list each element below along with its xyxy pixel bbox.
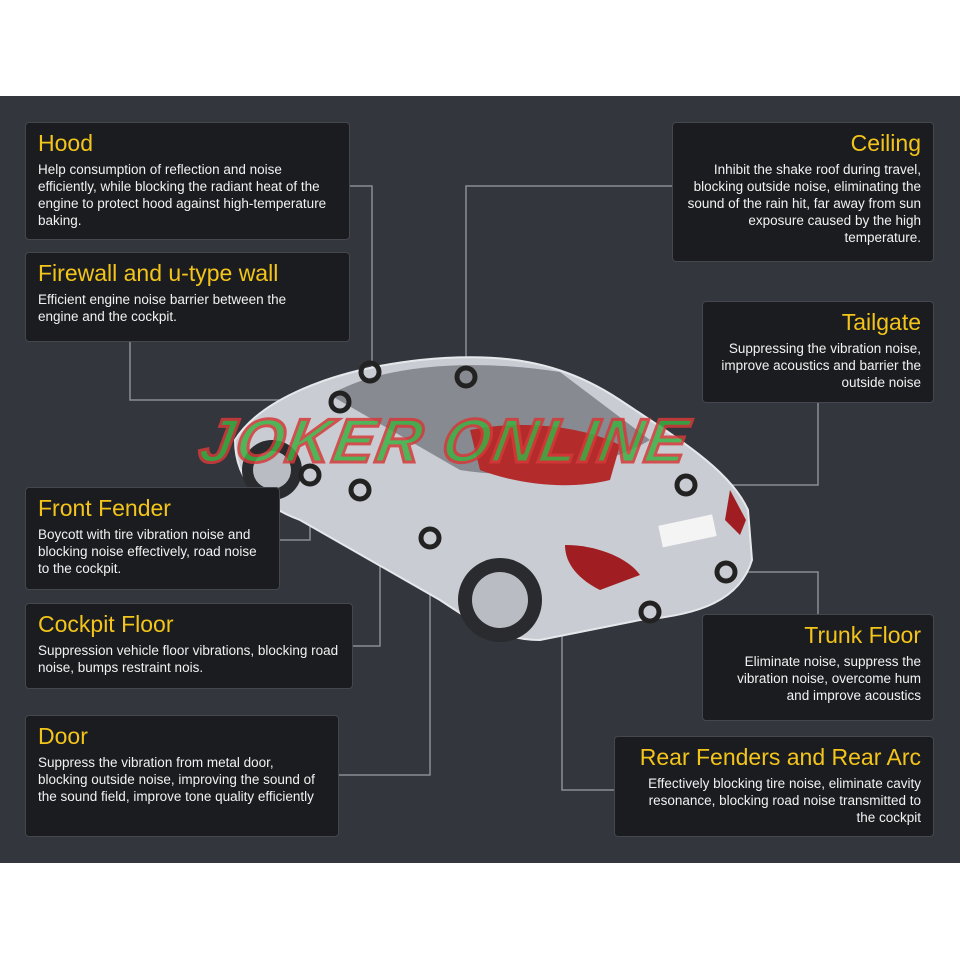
firewall-card: Firewall and u-type wall Efficient engin… xyxy=(25,252,350,342)
front-fender-title: Front Fender xyxy=(38,495,171,521)
trunk-floor-card: Trunk Floor Eliminate noise, suppress th… xyxy=(702,614,934,721)
door-text: Suppress the vibration from metal door, … xyxy=(38,755,315,804)
hood-text: Help consumption of reflection and noise… xyxy=(38,162,327,228)
rear-fenders-text: Effectively blocking tire noise, elimina… xyxy=(648,776,921,825)
front-fender-card: Front Fender Boycott with tire vibration… xyxy=(25,487,280,590)
firewall-text: Efficient engine noise barrier between t… xyxy=(38,292,287,324)
cockpit-floor-card: Cockpit Floor Suppression vehicle floor … xyxy=(25,603,353,689)
car-shape xyxy=(233,356,754,642)
ceiling-card: Ceiling Inhibit the shake roof during tr… xyxy=(672,122,934,262)
cockpit-floor-title: Cockpit Floor xyxy=(38,611,174,637)
hood-title: Hood xyxy=(38,130,93,156)
watermark: JOKER ONLINE xyxy=(193,406,697,478)
trunk-floor-text: Eliminate noise, suppress the vibration … xyxy=(737,654,921,703)
ceiling-title: Ceiling xyxy=(850,130,921,156)
firewall-title: Firewall and u-type wall xyxy=(38,260,279,286)
rear-fenders-title: Rear Fenders and Rear Arc xyxy=(639,744,921,770)
trunk-floor-title: Trunk Floor xyxy=(804,622,921,648)
front-fender-text: Boycott with tire vibration noise and bl… xyxy=(38,527,257,576)
ceiling-text: Inhibit the shake roof during travel, bl… xyxy=(687,162,921,245)
tailgate-card: Tailgate Suppressing the vibration noise… xyxy=(702,301,934,403)
tailgate-title: Tailgate xyxy=(841,309,921,335)
hood-card: Hood Help consumption of reflection and … xyxy=(25,122,350,240)
door-card: Door Suppress the vibration from metal d… xyxy=(25,715,339,837)
cockpit-floor-text: Suppression vehicle floor vibrations, bl… xyxy=(38,643,339,675)
rear-fenders-card: Rear Fenders and Rear Arc Effectively bl… xyxy=(614,736,934,837)
door-title: Door xyxy=(38,723,88,749)
tailgate-text: Suppressing the vibration noise, improve… xyxy=(721,341,921,390)
marker-circles xyxy=(298,360,738,624)
